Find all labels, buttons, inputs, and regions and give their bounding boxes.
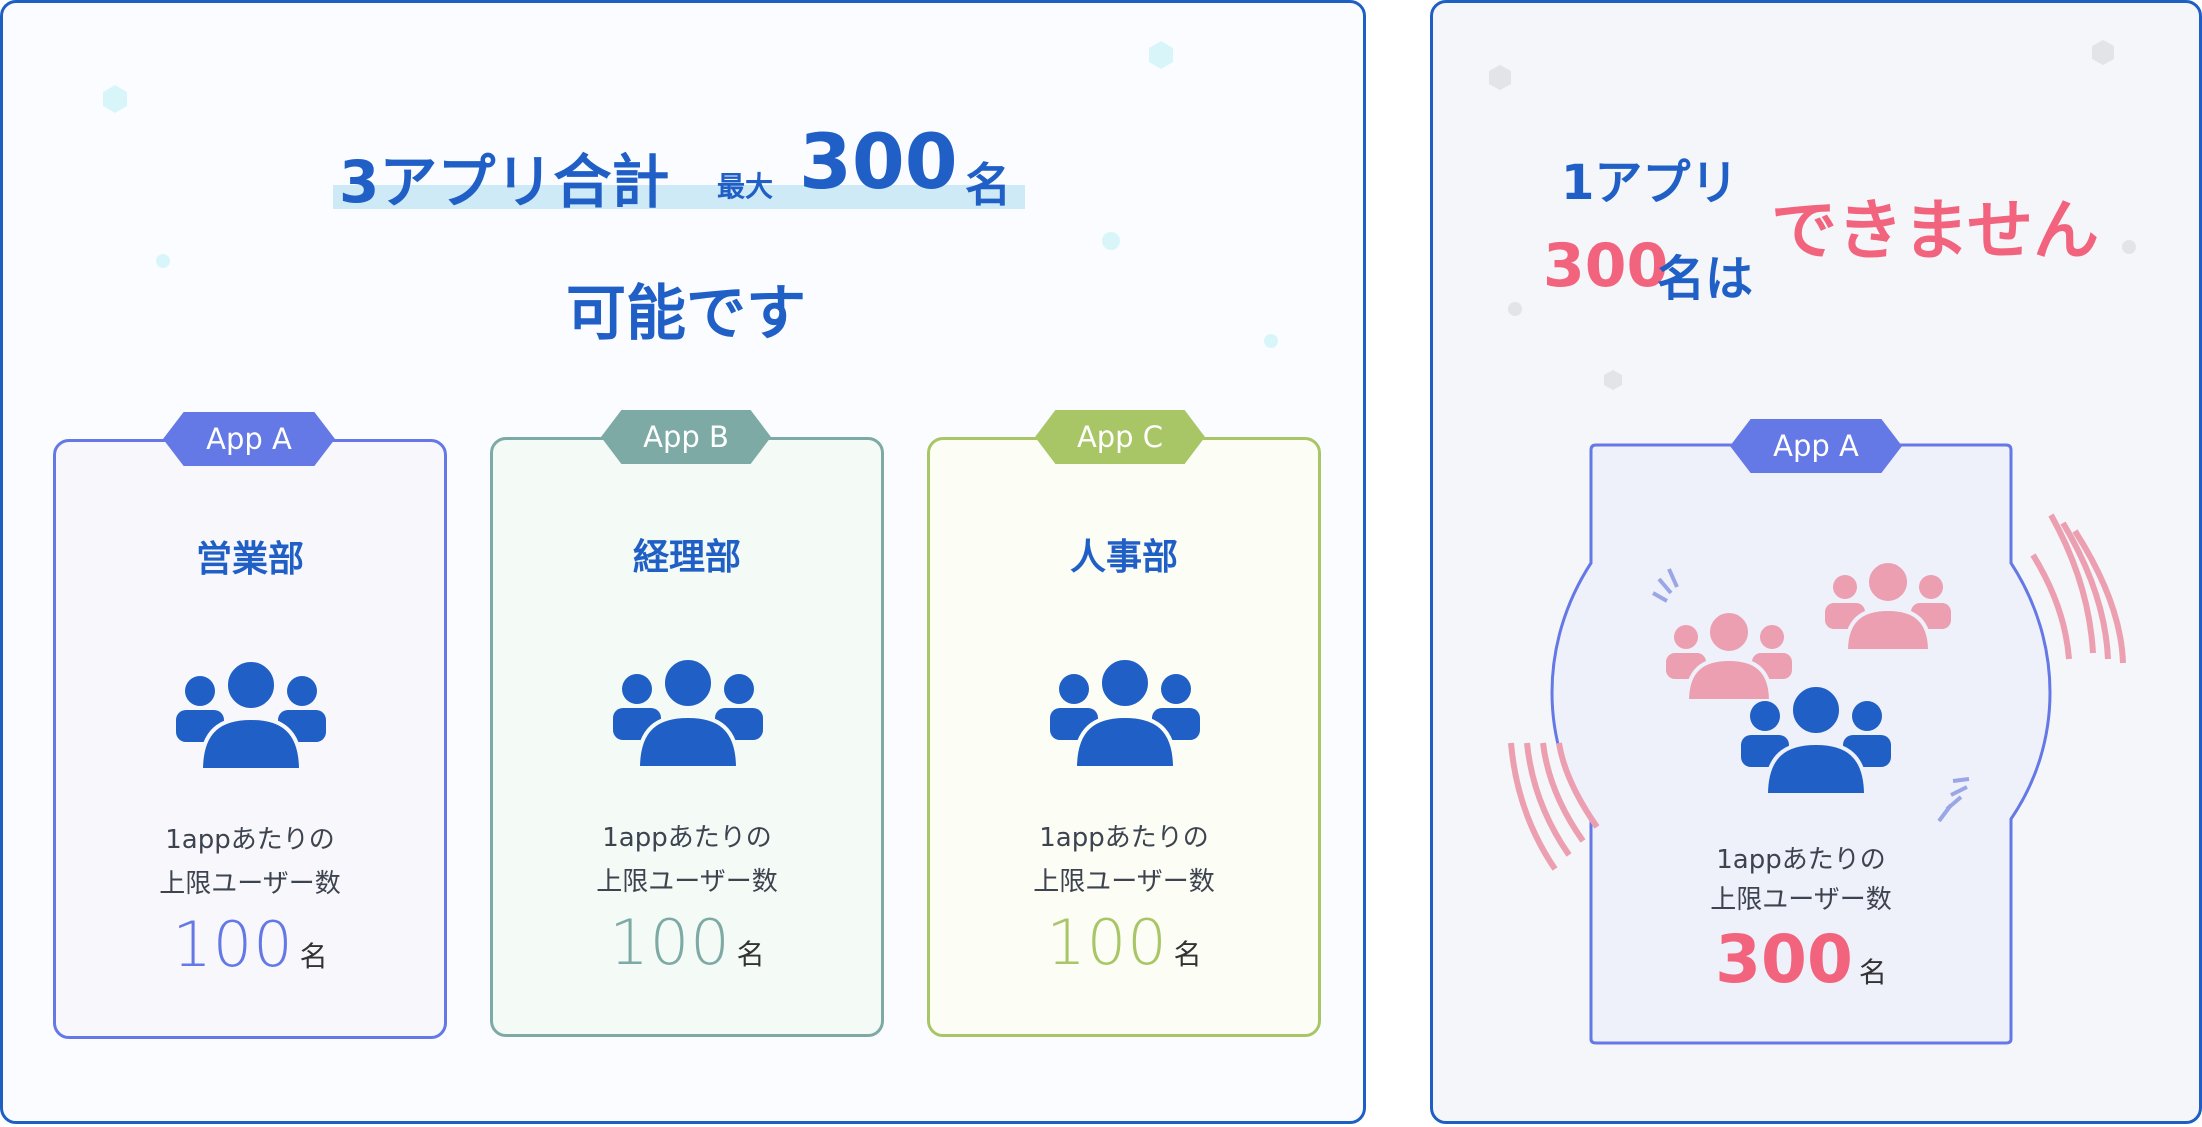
- desc-line2: 上限ユーザー数: [596, 867, 778, 897]
- group-of-people-icon: [1666, 609, 1792, 703]
- user-limit-value: 300: [1715, 921, 1853, 998]
- group-of-people-icon: [176, 658, 326, 772]
- headline-number: 300: [799, 117, 958, 206]
- app-c-tag: App C: [1035, 410, 1205, 464]
- headline-cannot: できません: [1771, 192, 2100, 269]
- user-limit-unit: 名: [736, 938, 765, 971]
- left-panel: 3アプリ合計 最大 300 名 可能です 営業部 1appあたりの 上限ユーザー…: [0, 0, 1366, 1124]
- desc-line2: 上限ユーザー数: [1710, 885, 1892, 915]
- dept-label: 営業部: [195, 539, 304, 580]
- decor-dots: [1489, 40, 2136, 390]
- user-limit-unit: 名: [299, 940, 328, 973]
- user-limit-value: 100: [1046, 906, 1168, 979]
- user-limit-unit: 名: [1173, 938, 1202, 971]
- app-a-tag: App A: [163, 412, 335, 466]
- dept-label: 経理部: [632, 537, 741, 578]
- headline-highlight: [333, 185, 1025, 209]
- headline-unit: 名: [965, 158, 1011, 212]
- decor-dots: [103, 41, 1278, 348]
- group-of-people-icon: [1825, 559, 1951, 653]
- desc-line2: 上限ユーザー数: [159, 869, 341, 899]
- desc-line1: 1appあたりの: [165, 825, 335, 855]
- desc-line1: 1appあたりの: [1039, 823, 1209, 853]
- desc-line1: 1appあたりの: [1716, 845, 1886, 875]
- app-a-tag: App A: [1730, 419, 1902, 473]
- desc-line1: 1appあたりの: [602, 823, 772, 853]
- group-of-people-icon: [613, 656, 763, 770]
- user-limit-value: 100: [609, 906, 731, 979]
- user-limit-value: 100: [172, 908, 294, 981]
- headline-part1: 3アプリ合計: [339, 148, 670, 216]
- group-of-people-icon: [1050, 656, 1200, 770]
- user-limit-unit: 名: [1858, 956, 1887, 989]
- dept-label: 人事部: [1069, 537, 1178, 578]
- app-b-tag: App B: [601, 410, 771, 464]
- group-of-people-icon: [1741, 683, 1891, 797]
- headline-max: 最大: [717, 170, 774, 203]
- headline-line2: 可能です: [566, 279, 806, 349]
- headline-number: 300: [1543, 231, 1669, 301]
- headline-line1: 1アプリ: [1561, 155, 1739, 211]
- right-panel: 1アプリ 300 名は できません: [1430, 0, 2202, 1124]
- desc-line2: 上限ユーザー数: [1033, 867, 1215, 897]
- headline-suffix: 名は: [1657, 251, 1754, 307]
